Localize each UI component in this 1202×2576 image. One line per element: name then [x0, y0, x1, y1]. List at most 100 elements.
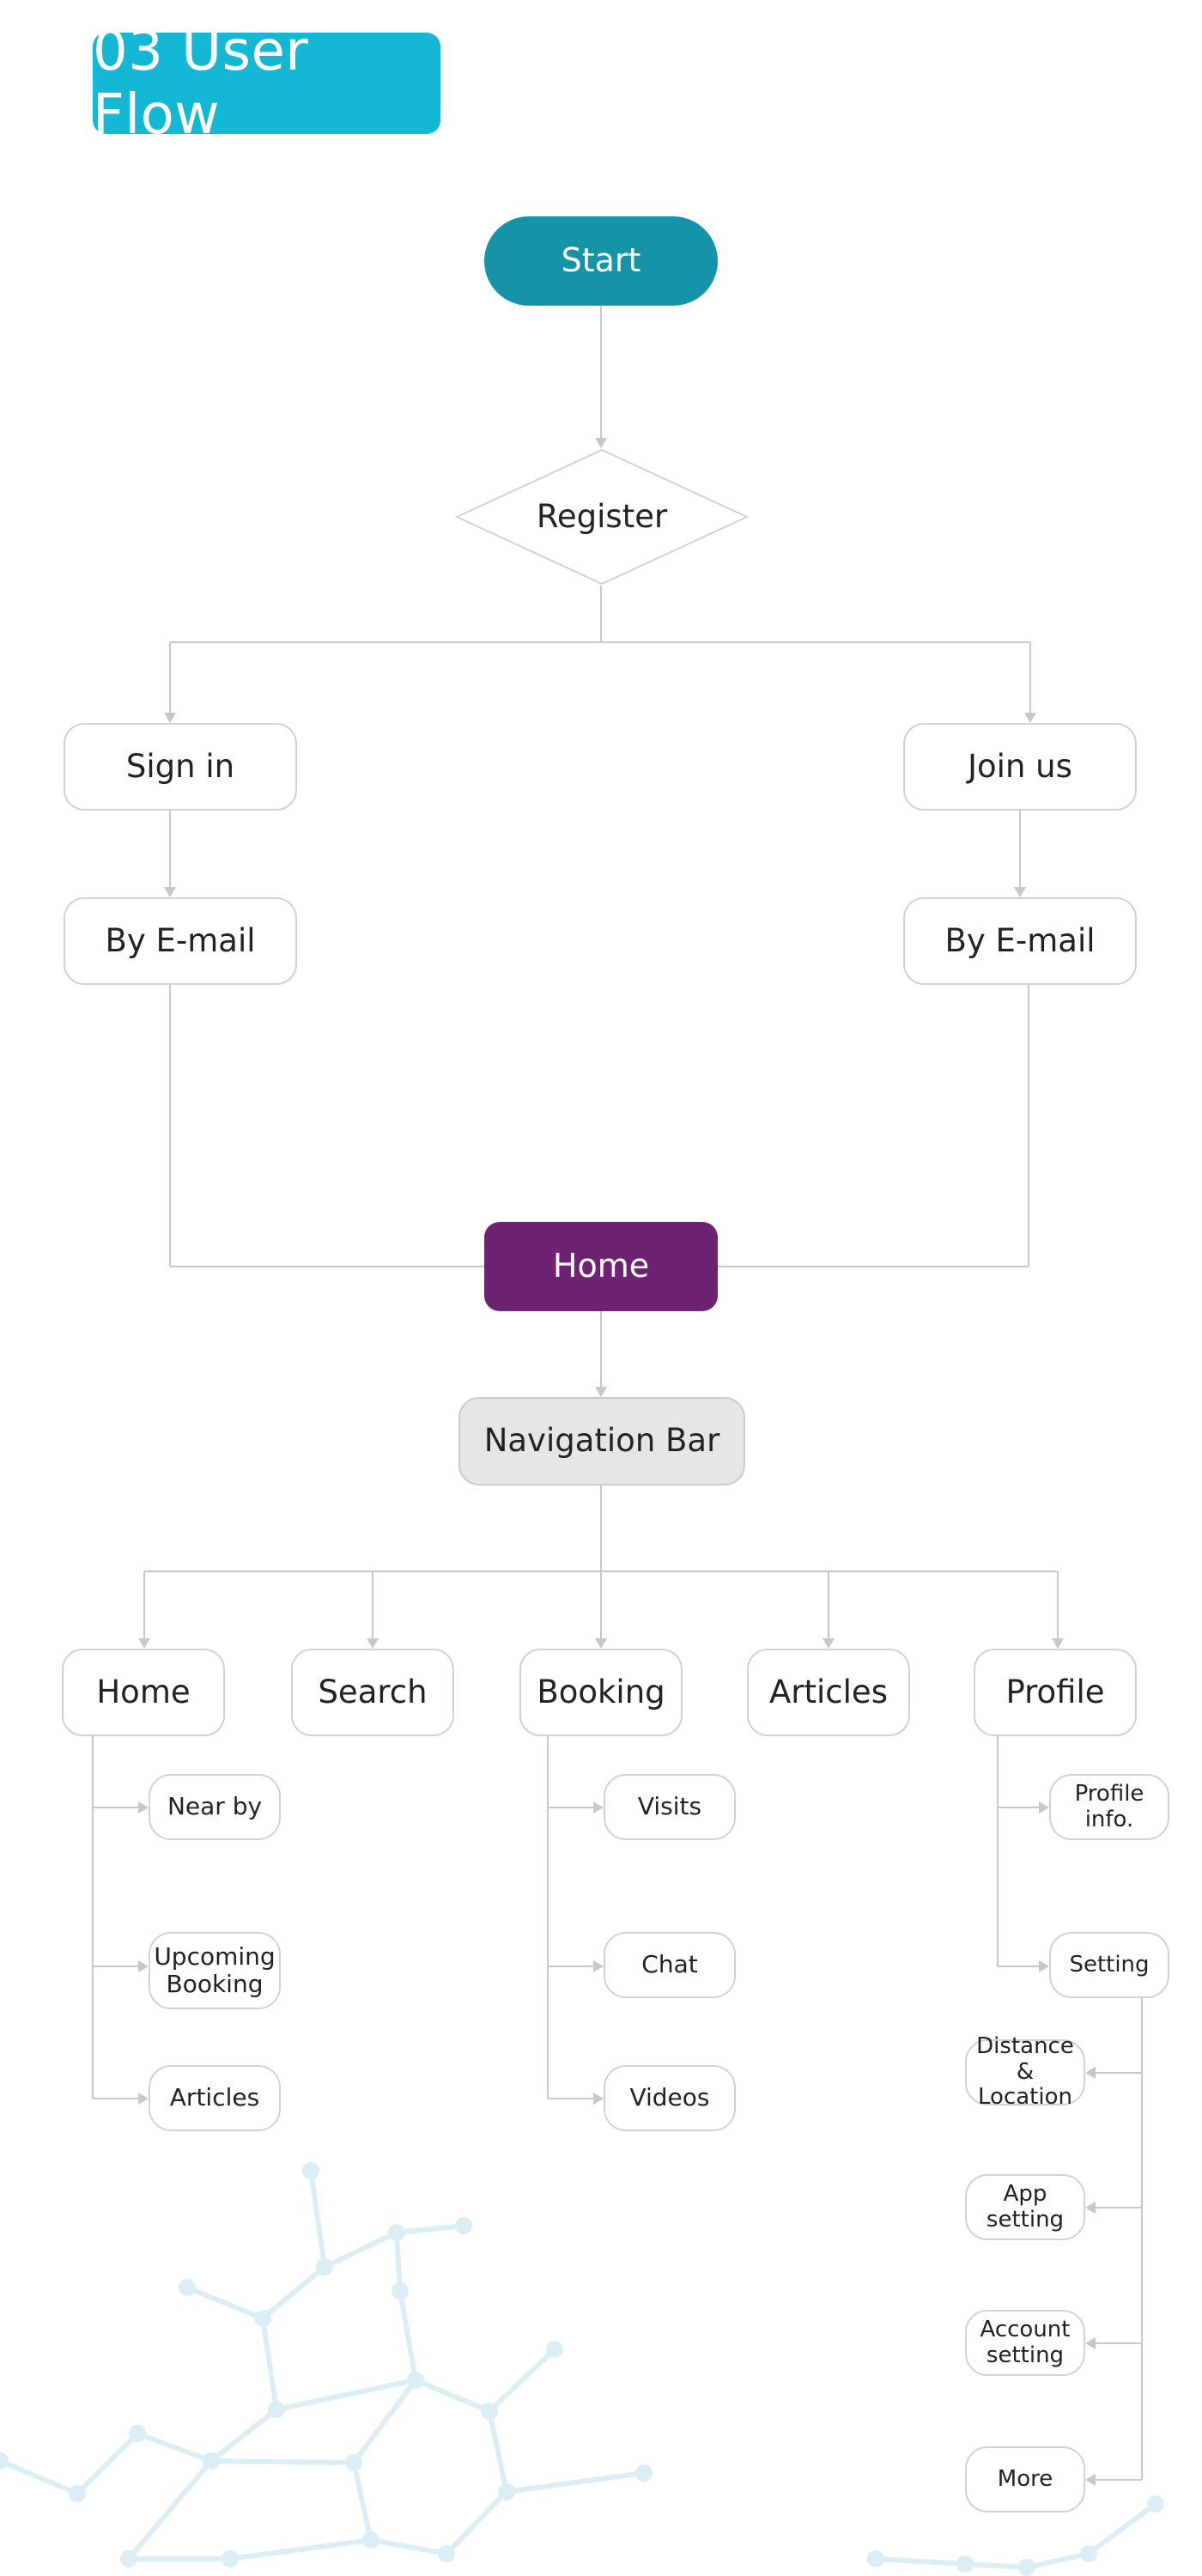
molecule-bond	[1087, 2501, 1157, 2556]
nav-item-home-label: Home	[96, 1673, 191, 1710]
nav-item-articles[interactable]: Articles	[747, 1649, 910, 1736]
nav-item-search[interactable]: Search	[291, 1649, 454, 1736]
arrowhead	[595, 438, 607, 448]
molecule-atom	[867, 2550, 884, 2567]
page-title: 03 User Flow	[93, 20, 440, 147]
molecule-atom	[481, 2403, 498, 2420]
home-near-by-label: Near by	[167, 1792, 263, 1821]
molecule-bond	[444, 2489, 509, 2556]
setting-distance-location-label: Distance & Location	[976, 2032, 1074, 2111]
start-label: Start	[561, 241, 641, 280]
molecule-atom	[316, 2258, 333, 2275]
setting-more-node[interactable]: More	[965, 2446, 1085, 2512]
molecule-bond	[229, 2537, 372, 2561]
molecule-bond	[351, 2462, 373, 2541]
register-diamond[interactable]	[455, 448, 749, 586]
molecule-bond	[75, 2431, 140, 2496]
molecule-atom	[1018, 2559, 1035, 2576]
molecule-atom	[222, 2550, 239, 2567]
join-us-node[interactable]: Join us	[903, 723, 1137, 811]
home-node[interactable]: Home	[484, 1222, 718, 1311]
nav-item-booking[interactable]: Booking	[519, 1649, 683, 1736]
molecule-bond	[414, 2378, 491, 2414]
home-near-by-node[interactable]: Near by	[149, 1774, 281, 1840]
molecule-atom	[1147, 2495, 1164, 2512]
join-us-label: Join us	[968, 747, 1072, 785]
home-articles-node[interactable]: Articles	[149, 2065, 281, 2131]
molecule-bond	[396, 2223, 464, 2235]
molecule-bond	[210, 2458, 355, 2465]
arrowhead	[1085, 2474, 1096, 2486]
molecule-bond	[1026, 2551, 1090, 2570]
navigation-bar-label: Navigation Bar	[483, 1422, 720, 1460]
molecule-bond	[506, 2470, 645, 2494]
join-us-email-node[interactable]: By E-mail	[903, 897, 1137, 985]
molecule-atom	[498, 2483, 515, 2500]
setting-account-setting-node[interactable]: Account setting	[965, 2310, 1085, 2376]
nav-item-search-label: Search	[318, 1673, 428, 1710]
molecule-bond	[126, 2459, 214, 2561]
molecule-bond	[370, 2537, 447, 2556]
molecule-bond	[875, 2556, 966, 2567]
molecule-atom	[268, 2401, 285, 2418]
molecule-atom	[129, 2425, 146, 2442]
molecule-atom	[546, 2341, 563, 2358]
sign-in-email-label: By E-mail	[105, 921, 256, 959]
arrowhead	[823, 1638, 835, 1649]
molecule-atom	[254, 2310, 271, 2327]
booking-chat-node[interactable]: Chat	[604, 1932, 736, 1998]
profile-setting-node[interactable]: Setting	[1049, 1932, 1169, 1998]
arrowhead	[164, 887, 176, 897]
register-diamond-shape	[455, 448, 749, 586]
molecule-bond	[394, 2232, 403, 2292]
arrowhead	[1085, 2202, 1096, 2214]
setting-account-setting-label: Account setting	[980, 2316, 1071, 2368]
home-upcoming-booking-node[interactable]: Upcoming Booking	[149, 1932, 281, 2009]
nav-item-profile[interactable]: Profile	[974, 1649, 1137, 1736]
setting-more-label: More	[997, 2465, 1053, 2492]
arrowhead	[1039, 1801, 1049, 1814]
profile-setting-label: Setting	[1069, 1951, 1150, 1978]
navigation-bar-node[interactable]: Navigation Bar	[458, 1397, 745, 1485]
arrowhead	[1014, 887, 1026, 897]
molecule-atom	[407, 2372, 424, 2389]
molecule-bond	[323, 2230, 398, 2269]
molecule-bond	[276, 2378, 416, 2412]
arrowhead	[138, 2093, 149, 2105]
molecule-bond	[261, 2264, 326, 2321]
booking-visits-label: Visits	[637, 1792, 702, 1821]
sign-in-label: Sign in	[125, 747, 235, 785]
setting-app-setting-node[interactable]: App setting	[965, 2174, 1085, 2240]
profile-info-label: Profile info.	[1074, 1780, 1144, 1832]
molecule-bond	[351, 2379, 418, 2464]
molecule-bond	[487, 2347, 557, 2414]
arrowhead	[1052, 1638, 1064, 1649]
booking-visits-node[interactable]: Visits	[604, 1774, 736, 1840]
arrowhead	[593, 1960, 604, 1972]
arrowhead	[595, 1638, 607, 1649]
molecule-bond	[964, 2561, 1028, 2570]
arrowhead	[1039, 1960, 1049, 1972]
nav-item-home[interactable]: Home	[62, 1649, 225, 1736]
setting-distance-location-node[interactable]: Distance & Location	[965, 2033, 1085, 2110]
arrowhead	[593, 1801, 604, 1814]
start-node[interactable]: Start	[484, 216, 718, 306]
sign-in-email-node[interactable]: By E-mail	[64, 897, 297, 985]
booking-videos-node[interactable]: Videos	[604, 2065, 736, 2131]
sign-in-node[interactable]: Sign in	[64, 723, 297, 811]
arrowhead	[1085, 2067, 1096, 2079]
profile-info-node[interactable]: Profile info.	[1049, 1774, 1169, 1840]
register-label: Register	[536, 497, 668, 535]
arrowhead	[138, 1638, 150, 1649]
molecule-bond	[209, 2407, 278, 2464]
molecule-atom	[203, 2452, 220, 2470]
molecule-atom	[956, 2555, 974, 2573]
molecule-bond	[398, 2290, 418, 2381]
booking-videos-label: Videos	[629, 2083, 710, 2112]
molecule-atom	[362, 2531, 379, 2549]
setting-app-setting-label: App setting	[986, 2180, 1065, 2233]
molecule-atom	[635, 2464, 653, 2482]
molecule-bond	[260, 2318, 279, 2410]
